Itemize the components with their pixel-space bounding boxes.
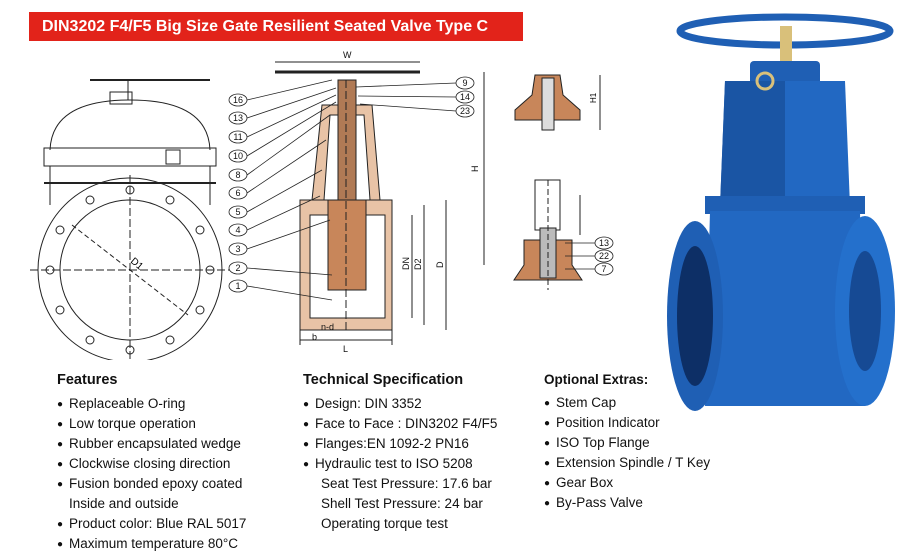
part-number-label: 1	[235, 281, 240, 291]
stem-detail-drawing	[513, 74, 601, 290]
part-number-label: 13	[233, 113, 243, 123]
dim-nd-label: n-d	[321, 322, 334, 332]
title-banner	[29, 12, 523, 41]
extra-item: Extension Spindle / T Key	[544, 453, 710, 473]
spec-item: Hydraulic test to ISO 5208	[303, 454, 497, 474]
spec-item: Face to Face : DIN3202 F4/F5	[303, 414, 497, 434]
spec-item: Shell Test Pressure: 24 bar	[321, 496, 483, 511]
part-number-label: 8	[235, 170, 240, 180]
part-number-label: 22	[599, 251, 609, 261]
page-title: DIN3202 F4/F5 Big Size Gate Resilient Se…	[42, 18, 489, 35]
spec-item: Design: DIN 3352	[303, 394, 497, 414]
extras-heading: Optional Extras:	[544, 372, 649, 387]
feature-item: Clockwise closing direction	[57, 454, 246, 474]
extra-item: ISO Top Flange	[544, 433, 710, 453]
callout-22	[565, 249, 614, 263]
spec-item: Operating torque test	[321, 516, 448, 531]
part-number-label: 9	[462, 78, 467, 88]
feature-item: Rubber encapsulated wedge	[57, 434, 246, 454]
callout-23	[359, 103, 475, 118]
part-number-label: 13	[599, 238, 609, 248]
feature-item: Replaceable O-ring	[57, 394, 246, 414]
valve-front-view-drawing	[30, 79, 230, 360]
extra-item: Gear Box	[544, 473, 710, 493]
part-number-label: 4	[235, 225, 240, 235]
feature-item: Inside and outside	[69, 496, 179, 511]
part-number-label: 14	[460, 92, 470, 102]
dim-d2-label: D2	[413, 258, 423, 270]
callout-2	[228, 261, 333, 276]
technical-drawing: D1 W H DN D2 D n-d b L	[30, 50, 614, 360]
callout-16	[228, 79, 333, 107]
callout-8	[228, 114, 331, 182]
features-section: Features Replaceable O-ring Low torque o…	[57, 372, 246, 554]
part-number-label: 11	[233, 132, 242, 142]
dim-h-label: H	[470, 166, 480, 173]
dim-b-label: b	[312, 332, 317, 342]
dim-l-label: L	[343, 344, 348, 354]
callout-1	[228, 279, 333, 301]
callout-9	[355, 76, 475, 90]
valve-photo	[667, 13, 895, 411]
callout-6	[228, 139, 327, 200]
extra-item: Position Indicator	[544, 413, 710, 433]
part-number-label: 16	[233, 95, 243, 105]
spec-item: Seat Test Pressure: 17.6 bar	[321, 476, 492, 491]
callout-3	[228, 219, 331, 256]
callout-13b	[565, 236, 614, 250]
callout-11	[228, 94, 337, 144]
valve-section-drawing	[275, 61, 485, 345]
feature-item: Maximum temperature 80°C	[57, 534, 246, 554]
callout-14	[357, 90, 475, 104]
feature-item: Low torque operation	[57, 414, 246, 434]
feature-item: Product color: Blue RAL 5017	[57, 514, 246, 534]
dim-w-label: W	[343, 50, 352, 60]
extra-item: By-Pass Valve	[544, 493, 710, 513]
callout-10	[228, 101, 337, 163]
part-number-label: 5	[235, 207, 240, 217]
feature-item: Fusion bonded epoxy coated	[57, 474, 246, 494]
dim-dn-label: DN	[401, 257, 411, 270]
callout-4	[228, 195, 321, 237]
part-number-label: 3	[235, 244, 240, 254]
callout-13	[228, 87, 337, 125]
callout-7	[565, 262, 614, 276]
callout-5	[228, 169, 323, 219]
spec-item: Flanges:EN 1092-2 PN16	[303, 434, 497, 454]
extra-item: Stem Cap	[544, 393, 710, 413]
part-number-label: 23	[460, 106, 470, 116]
optional-extras-section: Optional Extras: Stem Cap Position Indic…	[544, 372, 710, 513]
dim-d-label: D	[435, 261, 445, 268]
part-number-label: 10	[233, 151, 243, 161]
part-number-label: 6	[235, 188, 240, 198]
techspec-heading: Technical Specification	[303, 372, 464, 388]
technical-specification-section: Technical Specification Design: DIN 3352…	[303, 372, 497, 534]
dim-h1-label: H1	[589, 92, 598, 103]
part-number-label: 2	[235, 263, 240, 273]
features-heading: Features	[57, 372, 118, 388]
part-number-label: 7	[601, 264, 606, 274]
